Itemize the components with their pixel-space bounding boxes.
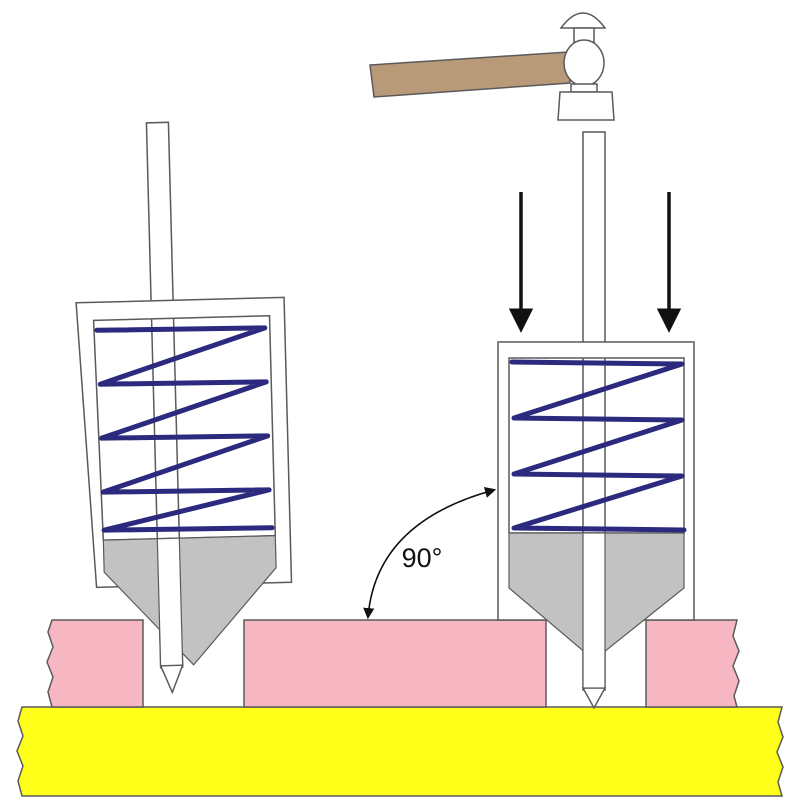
punch-cone [102, 535, 277, 666]
center-punch-tilted [75, 121, 293, 695]
workpiece-right [645, 619, 740, 708]
spring [509, 359, 687, 533]
hammer-face [557, 91, 615, 121]
punch-tip [581, 687, 607, 710]
hammer-ball-peen [559, 12, 607, 29]
hammer-icon [369, 12, 615, 121]
punch-rod-inner [156, 537, 184, 667]
workpiece-left [46, 619, 144, 708]
base-plate [16, 706, 784, 797]
spring [94, 325, 275, 533]
hammer-handle [369, 51, 571, 98]
workpiece-middle [243, 619, 547, 708]
punch-rod-inner [582, 532, 606, 689]
angle-arc [363, 486, 497, 620]
center-punch-vertical [497, 131, 695, 710]
hammer-collar [570, 83, 598, 93]
angle-label: 90° [402, 543, 443, 573]
punch-tip [159, 664, 184, 695]
hammer-eye [563, 39, 605, 87]
